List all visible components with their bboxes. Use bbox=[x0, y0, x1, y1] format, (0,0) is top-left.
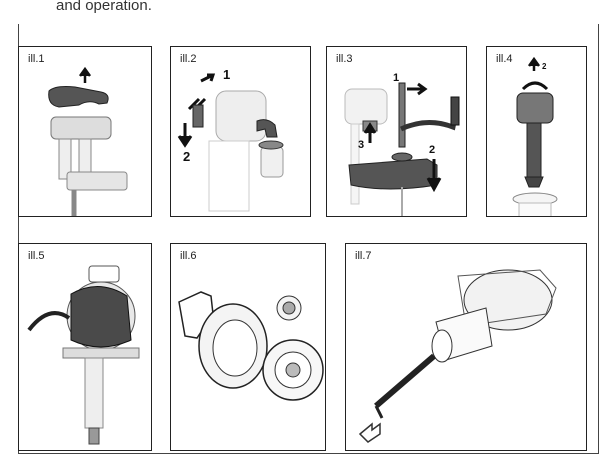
callout-3: 3 bbox=[358, 139, 364, 151]
callout-1: 1 bbox=[393, 72, 399, 84]
callout-2: 2 bbox=[183, 149, 190, 164]
panel-label: ill.6 bbox=[180, 250, 197, 262]
ill-3-drawing: 1 2 3 bbox=[344, 72, 460, 216]
panel-label: ill.5 bbox=[28, 250, 45, 262]
content-frame bbox=[18, 24, 599, 454]
ill-6-drawing bbox=[178, 291, 324, 401]
panel-ill-7: ill.7 bbox=[345, 243, 587, 451]
intro-text: and operation. bbox=[56, 0, 152, 14]
ill-1-drawing bbox=[48, 66, 128, 216]
panel-ill-2: 1 2 ill.2 bbox=[170, 46, 311, 217]
panel-label: ill.1 bbox=[28, 53, 45, 65]
callout-1: 1 bbox=[223, 67, 230, 82]
panel-label: ill.3 bbox=[336, 53, 353, 65]
ill-5-drawing bbox=[27, 265, 140, 445]
panel-ill-6: ill.6 bbox=[170, 243, 326, 451]
callout-2: 2 bbox=[429, 144, 435, 156]
callout-2: 2 bbox=[542, 62, 547, 71]
panel-label: ill.2 bbox=[180, 53, 197, 65]
panel-ill-3: 1 2 3 ill.3 bbox=[326, 46, 467, 217]
panel-ill-1: ill.1 bbox=[18, 46, 152, 217]
ill-7-drawing bbox=[358, 269, 557, 443]
panel-ill-5: ill.5 bbox=[18, 243, 152, 451]
ill-4-drawing: 2 bbox=[512, 56, 558, 216]
panel-ill-4: 2 ill.4 bbox=[486, 46, 587, 217]
panel-label: ill.4 bbox=[496, 53, 513, 65]
ill-2-drawing: 1 2 bbox=[177, 67, 284, 212]
panel-label: ill.7 bbox=[355, 250, 372, 262]
